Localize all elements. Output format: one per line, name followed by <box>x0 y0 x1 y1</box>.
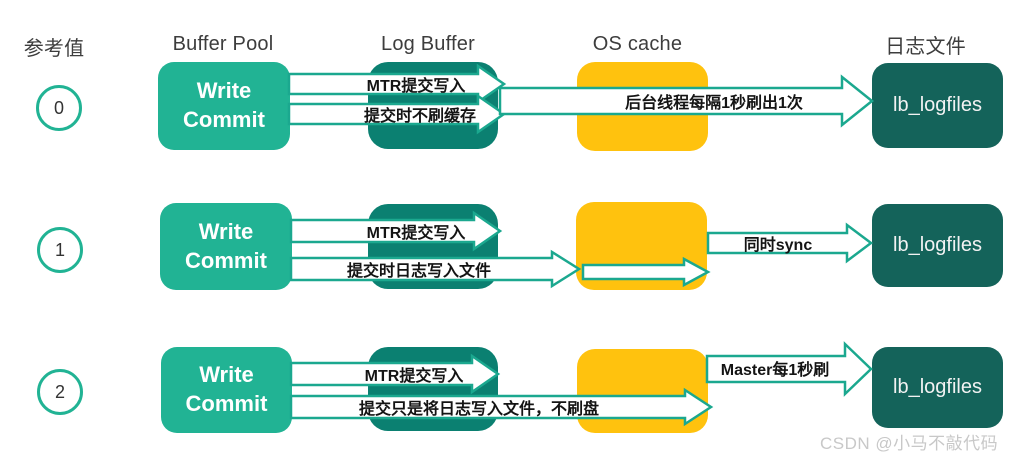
buffer-pool-label-row2: Write Commit <box>185 362 268 416</box>
ref-value-badge-0: 0 <box>36 85 82 131</box>
header-os-cache: OS cache <box>592 33 683 55</box>
buffer-pool-label-row0: Write Commit <box>183 78 265 132</box>
log-files-box-row2: lb_logfiles <box>872 347 1003 428</box>
log-files-label-row2: lb_logfiles <box>893 376 982 398</box>
buffer-pool-box-row2: Write Commit <box>161 347 292 433</box>
buffer-pool-box-row0: Write Commit <box>158 62 290 150</box>
arrow-label-flush-row0: 后台线程每隔1秒刷出1次 <box>625 95 803 112</box>
arrow-label-flush-row2: Master每1秒刷 <box>720 362 830 379</box>
ref-value-0: 0 <box>53 97 64 118</box>
os-cache-box-row1 <box>576 202 707 290</box>
ref-value-badge-2: 2 <box>37 369 83 415</box>
arrow-label-second-row0: 提交时不刷缓存 <box>363 108 477 125</box>
arrow-label-mtr-row2: MTR提交写入 <box>364 368 464 385</box>
ref-value-1: 1 <box>54 239 65 260</box>
log-files-label-row1: lb_logfiles <box>893 234 982 256</box>
buffer-pool-box-row1: Write Commit <box>160 203 292 290</box>
csdn-watermark: CSDN @小马不敲代码 <box>820 434 999 453</box>
arrow-label-second-row1: 提交时日志写入文件 <box>346 263 492 280</box>
header-reference-value: 参考值 <box>23 38 85 60</box>
header-log-files: 日志文件 <box>885 36 966 58</box>
header-log-buffer: Log Buffer <box>381 33 475 55</box>
arrow-label-second-row2: 提交只是将日志写入文件，不刷盘 <box>358 401 600 418</box>
arrow-label-mtr-row1: MTR提交写入 <box>366 225 466 242</box>
os-cache-box-row2 <box>577 349 708 433</box>
arrow-label-flush-row1: 同时sync <box>743 237 813 254</box>
header-buffer-pool: Buffer Pool <box>172 33 274 55</box>
arrow-label-mtr-row0: MTR提交写入 <box>366 78 466 95</box>
log-files-box-row1: lb_logfiles <box>872 204 1003 287</box>
log-files-box-row0: lb_logfiles <box>872 63 1003 148</box>
log-files-label-row0: lb_logfiles <box>893 94 982 116</box>
ref-value-badge-1: 1 <box>37 227 83 273</box>
ref-value-2: 2 <box>54 381 65 402</box>
buffer-pool-label-row1: Write Commit <box>185 218 267 273</box>
